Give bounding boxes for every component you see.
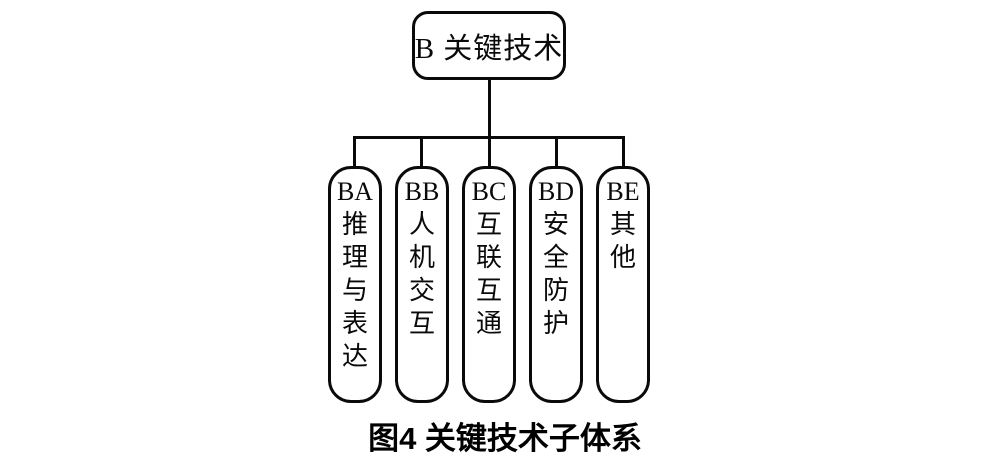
child-node-code: BB [404,177,440,206]
child-node-name: 推理与表达 [341,210,368,371]
connector-stem [488,78,491,139]
child-node-ba: BA 推理与表达 [328,166,382,403]
root-node-label: B 关键技术 [414,32,564,65]
connector-stub [622,136,625,167]
child-node-name: 人机交互 [408,210,435,338]
connector-stub [420,136,423,167]
child-node-code: BC [471,177,507,206]
figure-caption: 图4 关键技术子体系 [368,421,642,456]
root-node: B 关键技术 [412,11,566,80]
child-node-name: 互联互通 [475,210,502,338]
connector-stub [488,136,491,167]
child-node-bd: BD 安全防护 [529,166,583,403]
child-node-name: 其他 [609,210,636,272]
connector-stub [353,136,356,167]
child-node-be: BE 其他 [596,166,650,403]
child-node-name: 安全防护 [542,210,569,338]
connector-stub [555,136,558,167]
child-node-code: BA [336,177,374,206]
child-node-bc: BC 互联互通 [462,166,516,403]
child-node-code: BD [537,177,575,206]
child-node-bb: BB 人机交互 [395,166,449,403]
child-node-code: BE [606,177,640,206]
